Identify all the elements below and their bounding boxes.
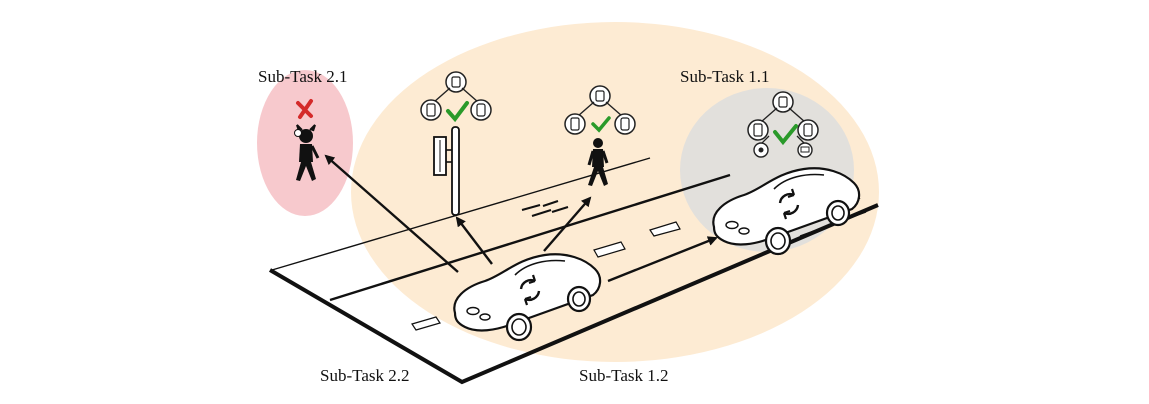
check-icon [773,124,798,146]
lane-markings [411,221,681,331]
arrow-to-target-vehicle [607,236,718,283]
traffic-light [433,126,460,216]
check-icon [591,116,611,133]
arrow-to-malicious-actor [324,154,459,273]
arrow-to-pedestrian [543,196,592,252]
cross-icon [296,99,313,119]
label-subtask-2-2: Sub-Task 2.2 [320,366,409,385]
malicious-actor-figure [294,124,320,181]
road [268,157,879,385]
vehicle-device-hub [747,91,819,158]
label-subtask-1-1: Sub-Task 1.1 [680,67,769,86]
communication-arrows [324,154,718,283]
malicious-region-ellipse [257,70,353,216]
label-subtask-1-2: Sub-Task 1.2 [579,366,668,385]
arrow-to-traffic-light [455,216,493,265]
crosswalk-dashes [521,200,569,217]
label-subtask-2-1: Sub-Task 2.1 [258,67,347,86]
check-icon [446,101,469,123]
